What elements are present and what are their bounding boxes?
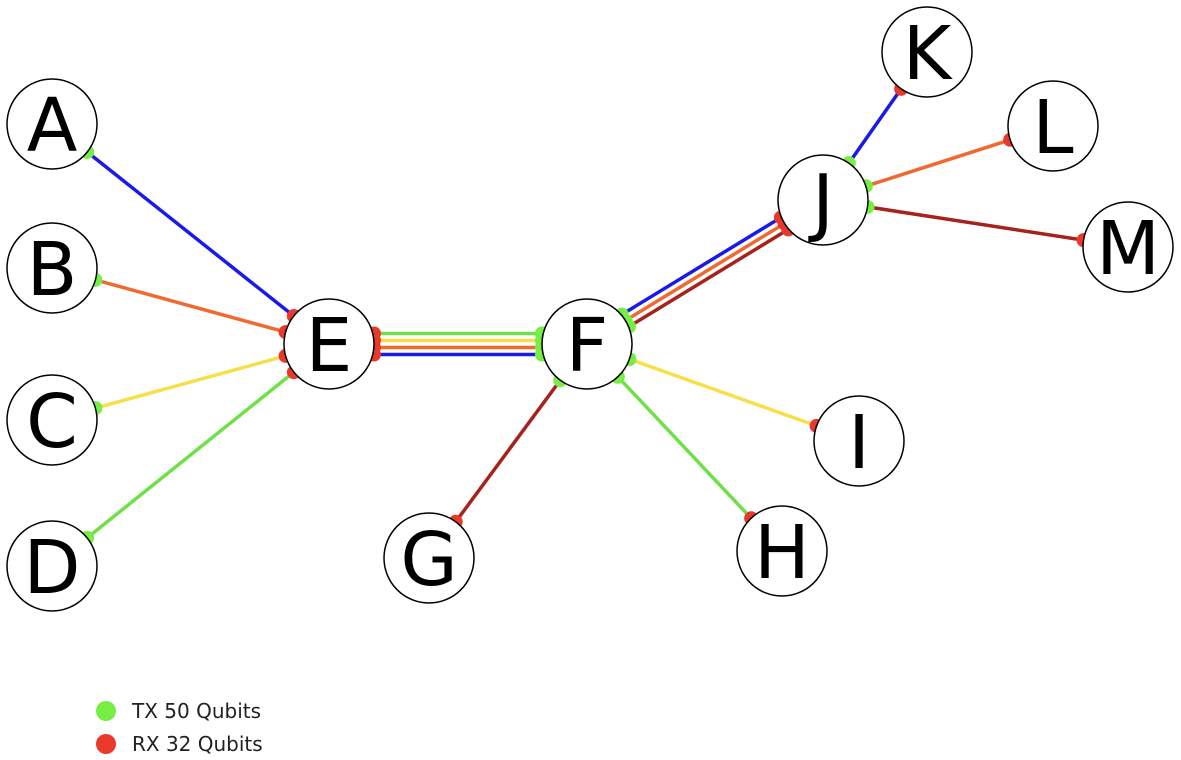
link-J-M <box>867 205 1084 242</box>
node-B: B <box>6 222 98 314</box>
node-circle <box>6 78 98 170</box>
node-circle <box>283 298 375 390</box>
node-H: H <box>736 505 828 597</box>
link-F-H <box>616 375 753 520</box>
node-label: G <box>400 517 457 603</box>
link-F-J <box>624 221 786 323</box>
node-label: K <box>903 11 954 97</box>
node-A: A <box>6 78 98 170</box>
node-I: I <box>813 395 905 487</box>
node-K: K <box>881 6 973 98</box>
node-circle <box>6 520 98 612</box>
node-circle <box>6 374 98 466</box>
legend-tx-label: TX 50 Qubits <box>132 698 262 723</box>
node-C: C <box>6 374 98 466</box>
legend-rx: RX 32 Qubits <box>96 727 263 760</box>
node-circle <box>881 6 973 98</box>
link-F-I <box>628 357 818 428</box>
node-label: D <box>24 525 81 611</box>
link-D-E <box>86 370 295 540</box>
tx-dot-icon <box>96 700 116 721</box>
legend-tx: TX 50 Qubits <box>96 694 263 727</box>
node-G: G <box>383 512 475 604</box>
node-D: D <box>6 520 98 612</box>
node-label: L <box>1032 85 1073 171</box>
link-A-E <box>86 150 295 318</box>
node-label: C <box>26 379 78 465</box>
node-circle <box>736 505 828 597</box>
node-circle <box>1007 80 1099 172</box>
links-layer <box>86 87 1084 540</box>
legend: TX 50 Qubits RX 32 Qubits <box>96 694 263 760</box>
node-label: I <box>848 400 870 486</box>
node-circle <box>383 512 475 604</box>
node-F: F <box>541 298 633 390</box>
link-F-J <box>620 215 782 317</box>
link-J-L <box>865 138 1011 188</box>
node-label: E <box>306 303 353 389</box>
node-label: A <box>27 83 78 169</box>
link-J-K <box>847 87 903 165</box>
link-B-E <box>94 278 287 334</box>
link-C-E <box>94 354 287 410</box>
node-circle <box>1082 201 1174 293</box>
node-circle <box>777 154 869 246</box>
legend-rx-label: RX 32 Qubits <box>132 731 263 756</box>
node-label: B <box>27 227 78 313</box>
node-J: J <box>777 154 869 246</box>
rx-dot-icon <box>96 733 116 754</box>
node-circle <box>6 222 98 314</box>
node-circle <box>541 298 633 390</box>
node-label: H <box>754 510 810 596</box>
node-label: M <box>1096 206 1160 292</box>
node-circle <box>813 395 905 487</box>
node-E: E <box>283 298 375 390</box>
node-M: M <box>1082 201 1174 293</box>
link-F-J <box>628 227 790 329</box>
node-label: F <box>566 303 609 389</box>
node-label: J <box>808 159 834 245</box>
link-F-G <box>454 379 562 523</box>
node-L: L <box>1007 80 1099 172</box>
